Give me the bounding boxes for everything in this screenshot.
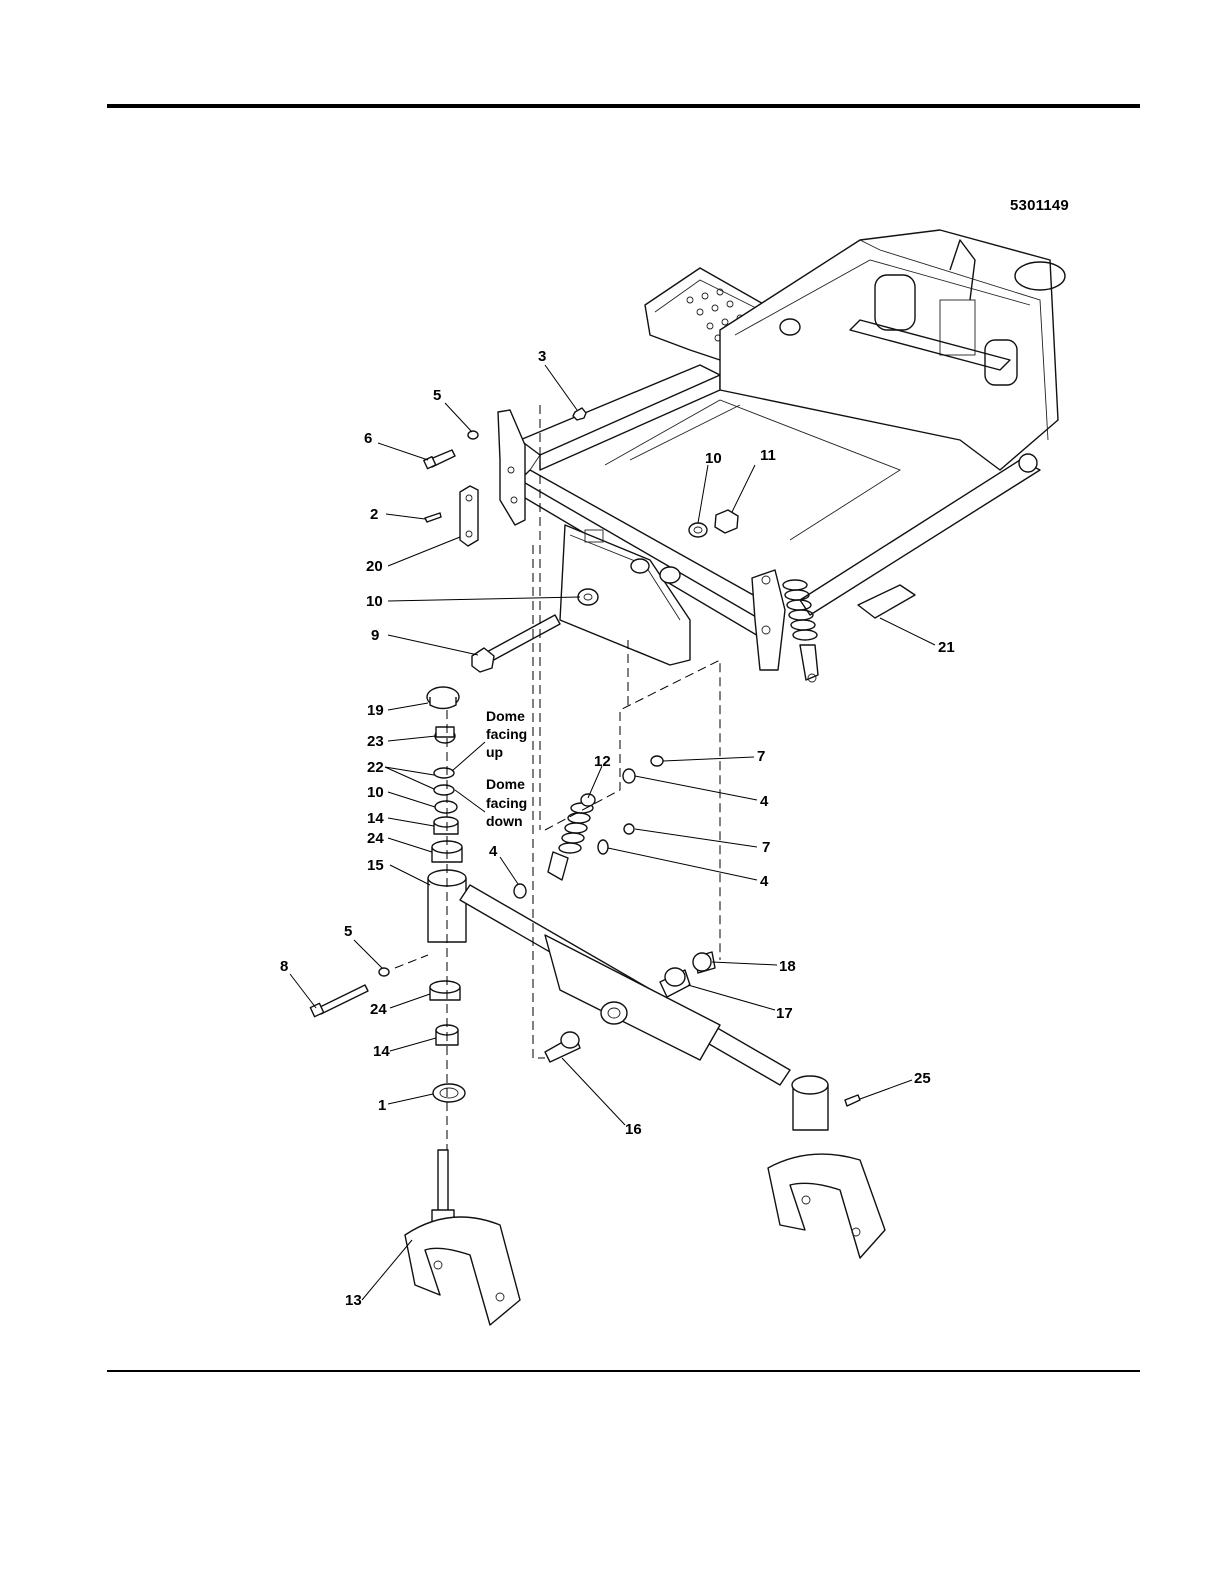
svg-text:Dome: Dome [486, 708, 525, 724]
callout-17: 17 [776, 1005, 793, 1022]
main-frame [498, 230, 1065, 682]
callout-18: 18 [779, 958, 796, 975]
callout-12: 12 [594, 753, 611, 770]
callout-22: 22 [367, 759, 384, 776]
callout-6: 6 [364, 430, 372, 447]
callout-13: 13 [345, 1292, 362, 1309]
callout-15: 15 [367, 857, 384, 874]
callout-16: 16 [625, 1121, 642, 1138]
callout-10: 10 [367, 784, 384, 801]
callout-11: 11 [760, 447, 776, 464]
rear-shock [752, 570, 818, 682]
footer-rule [107, 1370, 1140, 1372]
callout-23: 23 [367, 733, 384, 750]
dome-facing-up-note: Dome facing up [486, 708, 527, 760]
callout-5: 5 [344, 923, 352, 940]
svg-text:up: up [486, 744, 503, 760]
callout-20: 20 [366, 558, 383, 575]
svg-text:facing: facing [486, 726, 527, 742]
callout-7: 7 [757, 748, 765, 765]
callout-9: 9 [371, 627, 379, 644]
callout-4: 4 [760, 873, 769, 890]
callout-14: 14 [373, 1043, 390, 1060]
callout-4: 4 [489, 843, 498, 860]
callout-8: 8 [280, 958, 288, 975]
callout-21: 21 [938, 639, 955, 656]
callout-4: 4 [760, 793, 769, 810]
callout-2: 2 [370, 506, 378, 523]
callout-14: 14 [367, 810, 384, 827]
callout-7: 7 [762, 839, 770, 856]
callout-19: 19 [367, 702, 384, 719]
svg-text:facing: facing [486, 795, 527, 811]
svg-text:down: down [486, 813, 523, 829]
callout-3: 3 [538, 348, 546, 365]
callout-10: 10 [366, 593, 383, 610]
callout-24: 24 [367, 830, 384, 847]
callout-24: 24 [370, 1001, 387, 1018]
callout-25: 25 [914, 1070, 931, 1087]
callout-5: 5 [433, 387, 441, 404]
callout-10: 10 [705, 450, 722, 467]
svg-text:Dome: Dome [486, 776, 525, 792]
dome-facing-down-note: Dome facing down [486, 776, 527, 829]
callout-1: 1 [378, 1097, 386, 1114]
